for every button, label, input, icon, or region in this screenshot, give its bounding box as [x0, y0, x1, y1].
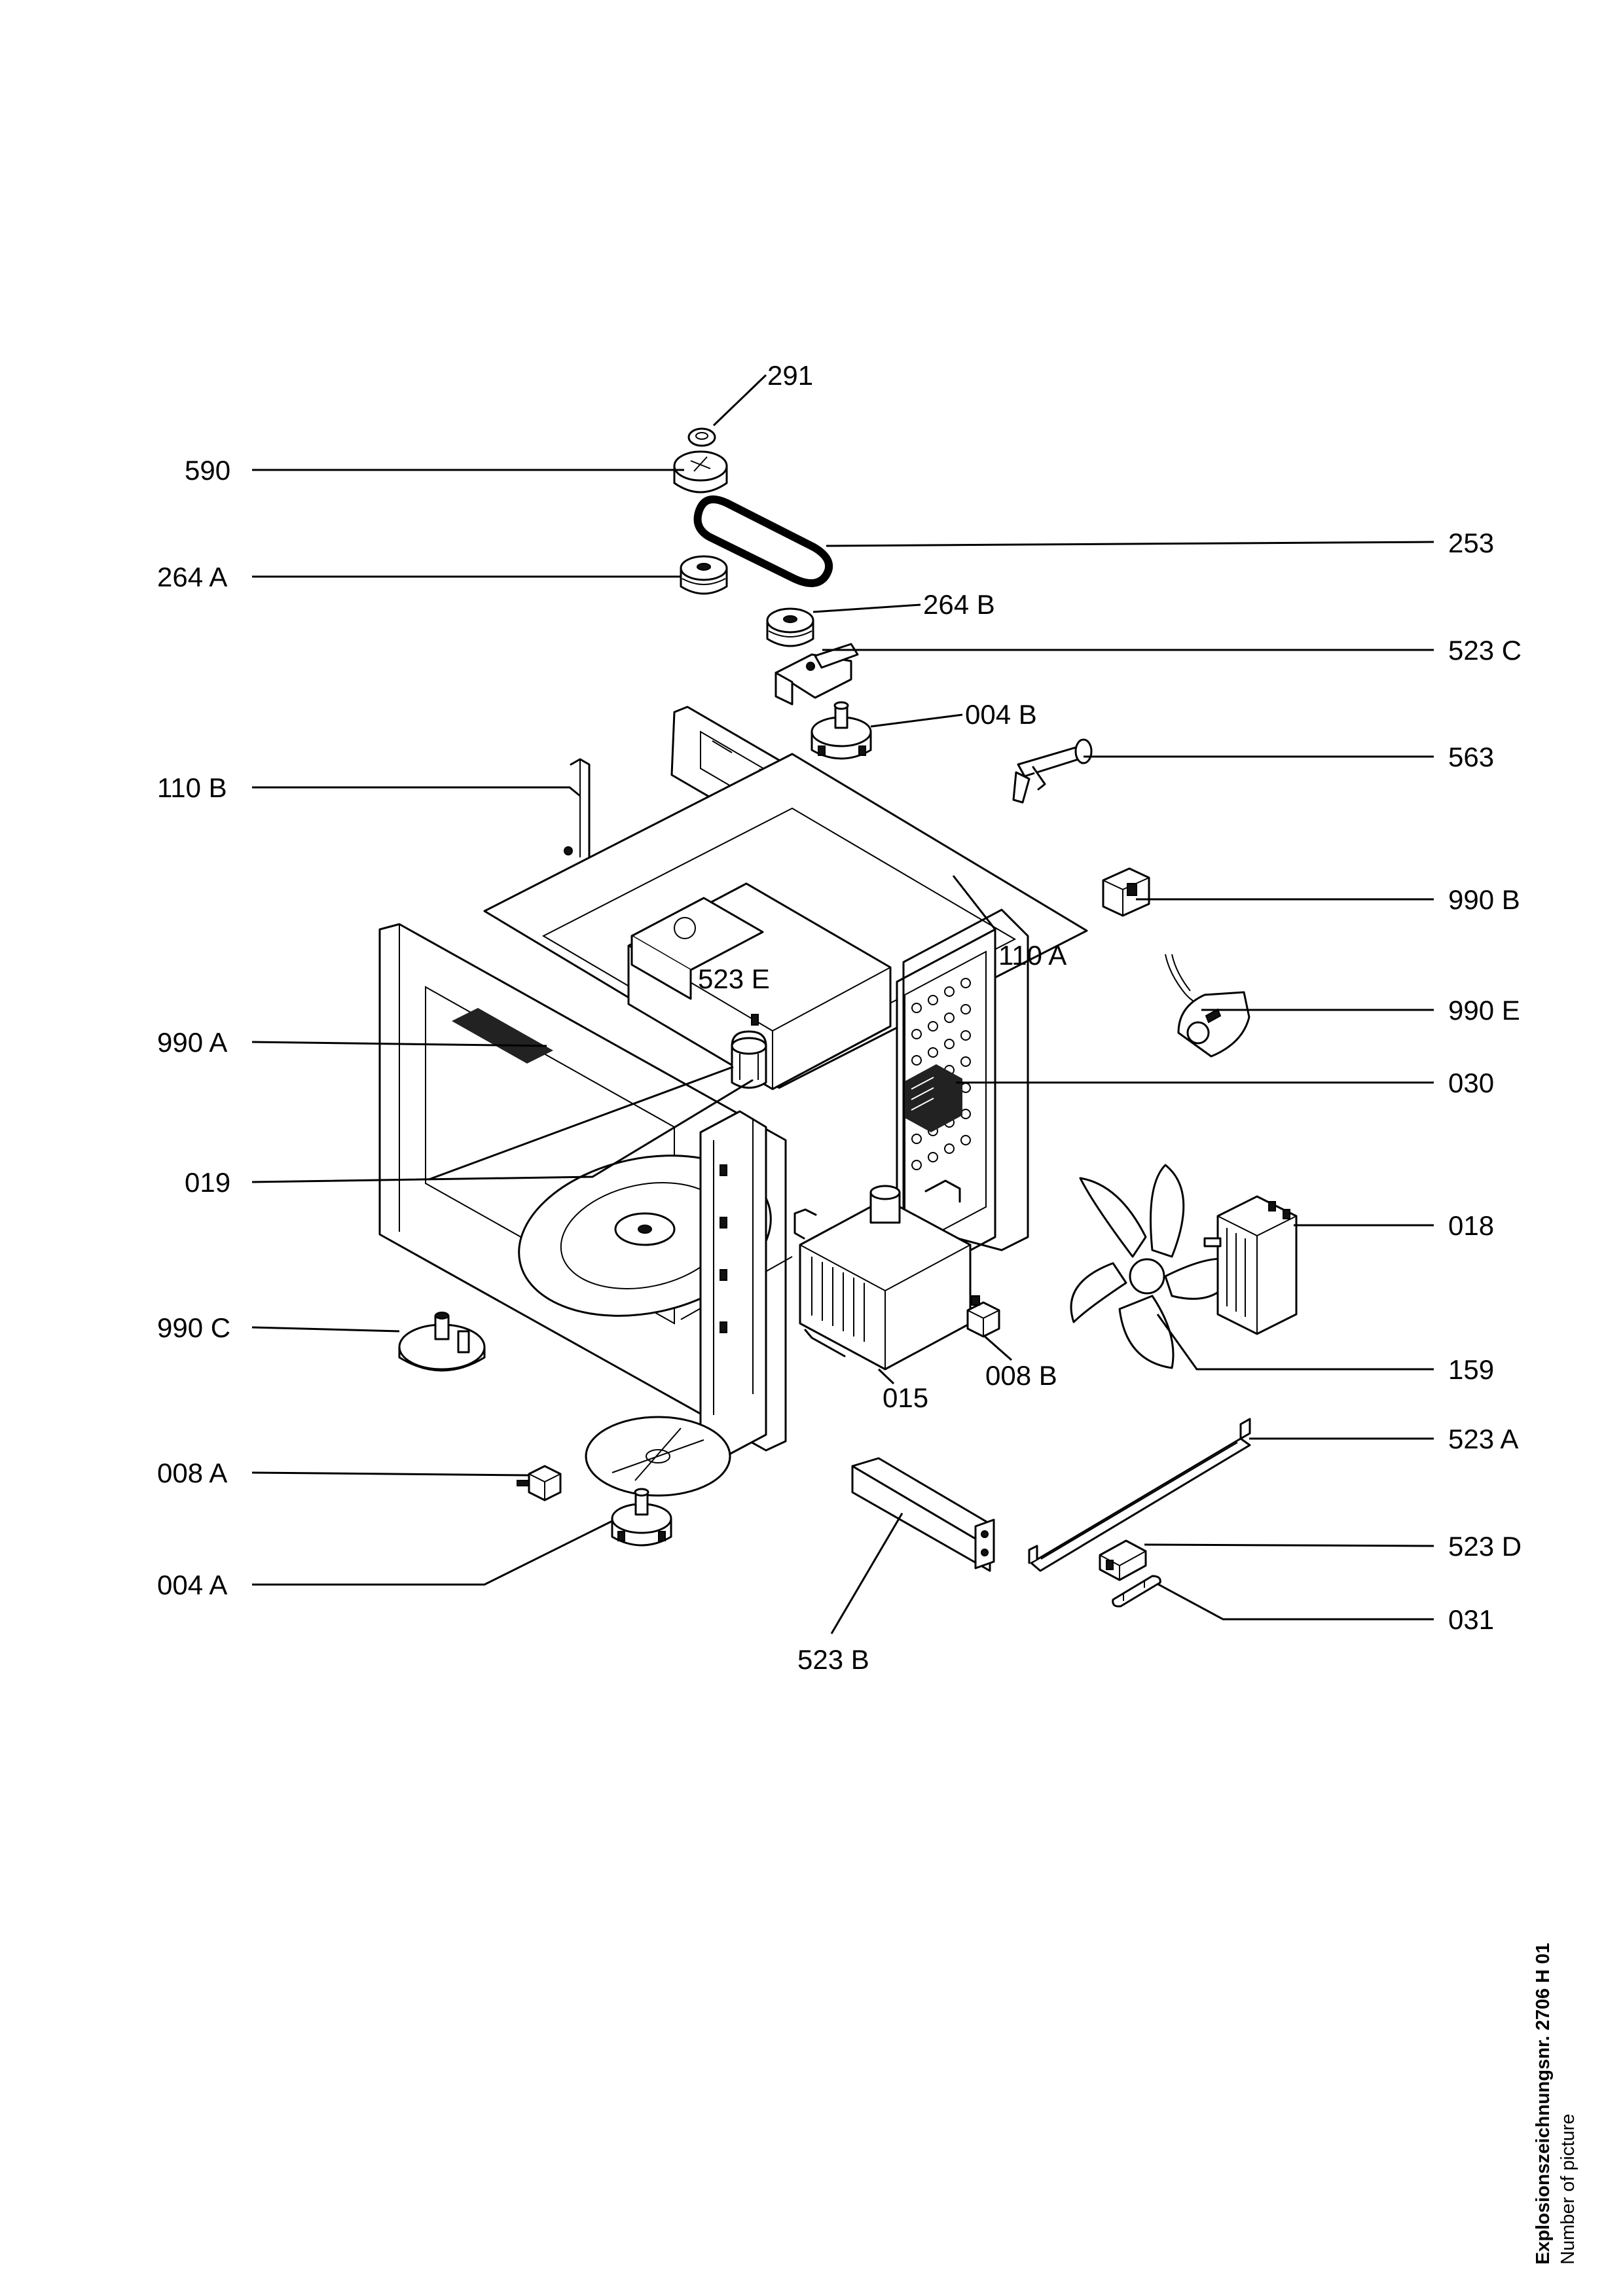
- part-turntable-glass: [585, 1416, 731, 1497]
- label-004b: 004 B: [965, 699, 1037, 730]
- label-004a: 004 A: [157, 1570, 227, 1600]
- part-004b-motor: [811, 701, 872, 760]
- label-291: 291: [767, 360, 813, 391]
- label-008a: 008 A: [157, 1458, 227, 1488]
- part-labels: 291 590 253 264 A 264 B 523 C 004 B 563 …: [157, 360, 1522, 1675]
- label-523b: 523 B: [797, 1644, 869, 1675]
- part-563-lamp-holder: [1012, 738, 1093, 804]
- part-523d-clip: [1099, 1539, 1147, 1581]
- part-031-fuse: [1112, 1575, 1161, 1607]
- part-990b-switch: [1102, 867, 1150, 917]
- label-030: 030: [1448, 1067, 1494, 1098]
- part-253-belt: [693, 495, 833, 587]
- label-253: 253: [1448, 528, 1494, 558]
- part-990e-power-plug: [1165, 954, 1250, 1058]
- picture-number-caption: Explosionszeichnungsnr. 2706 H 01 Number…: [1531, 1806, 1580, 2265]
- part-990c-coupler: [398, 1312, 486, 1372]
- part-523e-screw: [751, 1014, 759, 1026]
- label-015: 015: [883, 1382, 928, 1413]
- label-008b: 008 B: [985, 1360, 1057, 1391]
- label-264a: 264 A: [157, 562, 227, 592]
- label-990c: 990 C: [157, 1312, 230, 1343]
- caption-subtitle: Number of picture: [1558, 2113, 1578, 2265]
- part-264a-pulley: [680, 555, 728, 595]
- caption-title: Explosionszeichnungsnr. 2706 H 01: [1533, 1943, 1554, 2265]
- label-018: 018: [1448, 1210, 1494, 1241]
- part-159-fan-blade: [1070, 1164, 1239, 1369]
- part-291-clip: [687, 427, 716, 447]
- part-004a-motor: [611, 1488, 672, 1547]
- part-990a-mica-cover: [452, 1008, 553, 1064]
- part-015-magnetron: [793, 1179, 972, 1371]
- label-264b: 264 B: [923, 589, 995, 620]
- label-110b: 110 B: [157, 772, 227, 803]
- part-030-fuse-block: [905, 1064, 962, 1132]
- part-523b-bracket: [851, 1457, 995, 1572]
- part-008a-switch: [517, 1465, 562, 1501]
- label-990b: 990 B: [1448, 884, 1520, 915]
- label-523d: 523 D: [1448, 1531, 1522, 1562]
- label-523c: 523 C: [1448, 635, 1522, 666]
- label-110a: 110 A: [998, 940, 1067, 971]
- part-523c-bracket: [775, 643, 859, 706]
- label-019: 019: [185, 1167, 230, 1198]
- part-523a-rail: [1028, 1418, 1251, 1572]
- leader-lines: [251, 374, 1434, 1634]
- part-008b-switch: [966, 1295, 1000, 1338]
- label-563: 563: [1448, 742, 1494, 772]
- part-019-lamp: [731, 1030, 767, 1089]
- label-523e: 523 E: [698, 963, 770, 994]
- part-264b-pulley: [766, 607, 814, 647]
- label-590: 590: [185, 455, 230, 486]
- label-523a: 523 A: [1448, 1424, 1518, 1454]
- part-110b-rod: [564, 758, 591, 868]
- part-main-cavity: [378, 753, 1088, 1457]
- label-990a: 990 A: [157, 1027, 227, 1058]
- label-990e: 990 E: [1448, 995, 1520, 1026]
- part-018-fan-motor: [1203, 1195, 1298, 1335]
- label-031: 031: [1448, 1604, 1494, 1635]
- label-159: 159: [1448, 1354, 1494, 1385]
- part-590-knob: [673, 450, 728, 493]
